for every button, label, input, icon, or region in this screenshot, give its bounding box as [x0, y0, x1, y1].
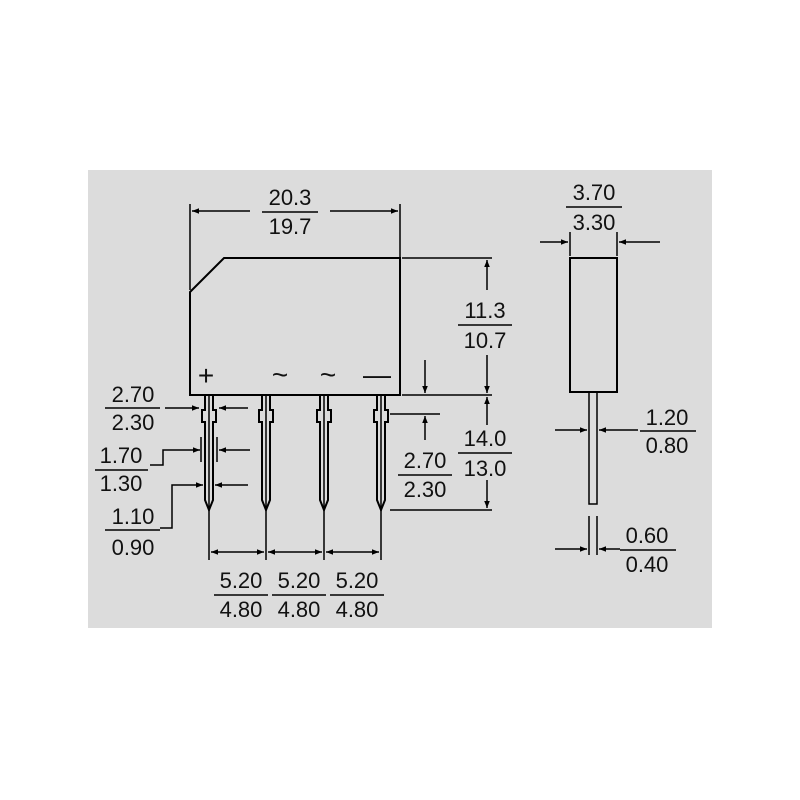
svg-text:20.3: 20.3	[269, 185, 312, 210]
svg-text:1.20: 1.20	[646, 405, 689, 430]
svg-text:2.70: 2.70	[404, 448, 447, 473]
pin-symbol-ac1: ~	[272, 359, 288, 390]
svg-text:0.80: 0.80	[646, 433, 689, 458]
svg-text:0.40: 0.40	[626, 552, 669, 577]
dim-lead-width-upper: 1.70 1.30	[95, 437, 250, 496]
svg-text:5.20: 5.20	[278, 568, 321, 593]
svg-text:0.90: 0.90	[112, 535, 155, 560]
dim-lead-thickness: 0.60 0.40	[555, 523, 676, 577]
dim-lead-width-lower: 1.10 0.90	[105, 482, 248, 560]
svg-text:4.80: 4.80	[336, 597, 379, 622]
svg-text:5.20: 5.20	[220, 568, 263, 593]
svg-text:11.3: 11.3	[464, 298, 505, 323]
svg-text:3.30: 3.30	[573, 210, 616, 235]
svg-text:2.30: 2.30	[112, 410, 155, 435]
pin-symbol-minus: —	[363, 359, 391, 390]
svg-text:13.0: 13.0	[464, 456, 507, 481]
svg-text:14.0: 14.0	[464, 426, 507, 451]
pin-symbol-plus: +	[198, 360, 214, 391]
svg-text:0.60: 0.60	[626, 523, 669, 548]
dim-body-height: 11.3 10.7	[402, 257, 512, 396]
dim-lead-length: 14.0 13.0	[390, 397, 512, 511]
svg-text:3.70: 3.70	[573, 180, 616, 205]
pin-symbol-ac2: ~	[320, 359, 336, 390]
svg-text:2.30: 2.30	[404, 477, 447, 502]
pins	[201, 395, 389, 515]
package-body-front	[189, 257, 401, 396]
svg-text:19.7: 19.7	[269, 214, 312, 239]
dim-shoulder-height: 2.70 2.30	[390, 360, 452, 502]
dim-shoulder-width: 2.70 2.30	[105, 382, 248, 435]
svg-text:10.7: 10.7	[464, 328, 507, 353]
svg-text:4.80: 4.80	[278, 597, 321, 622]
dim-side-lead-width: 1.20 0.80	[555, 405, 696, 458]
dim-thickness: 3.70 3.30	[540, 180, 660, 256]
svg-text:4.80: 4.80	[220, 597, 263, 622]
svg-text:1.10: 1.10	[112, 504, 155, 529]
dim-pitch: 5.20 4.80 5.20 4.80 5.20 4.80	[208, 515, 384, 622]
svg-text:5.20: 5.20	[336, 568, 379, 593]
svg-text:1.70: 1.70	[100, 443, 143, 468]
svg-text:2.70: 2.70	[112, 382, 155, 407]
side-view	[569, 257, 618, 555]
svg-text:1.30: 1.30	[100, 471, 143, 496]
dim-width: 20.3 19.7	[189, 185, 401, 290]
side-lead	[588, 391, 598, 505]
